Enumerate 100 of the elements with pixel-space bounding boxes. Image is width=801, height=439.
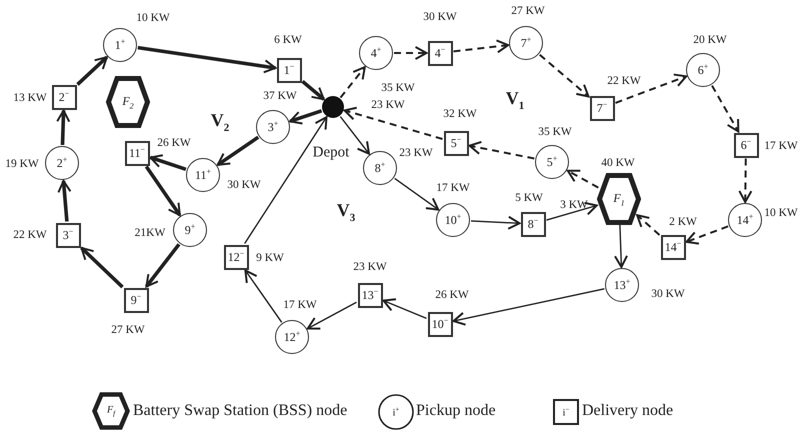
power-label: 27 KW [111, 324, 145, 336]
dashed-arrow [566, 170, 599, 188]
power-label: 40 KW [601, 157, 635, 169]
node-label: 3$^{−}$ [62, 227, 74, 243]
node-label: 2$^{−}$ [58, 89, 70, 105]
depot-label: Depot [312, 144, 350, 162]
node-label: 9$^{−}$ [130, 292, 142, 308]
arrow [80, 246, 124, 288]
power-label: 2 KW [669, 216, 697, 228]
power-label: 26 KW [435, 289, 469, 301]
legend-text: Delivery node [582, 402, 674, 420]
power-label: 13 KW [13, 92, 47, 104]
dashed-arrow [738, 158, 752, 203]
node-label: 5$^{−}$ [450, 135, 462, 151]
arrow [614, 224, 628, 268]
arrow [150, 154, 186, 171]
delivery-node [660, 234, 686, 260]
pickup-node [363, 151, 397, 185]
arrow [452, 288, 605, 326]
pickup-node [173, 213, 207, 247]
power-label: 23 KW [353, 261, 387, 273]
power-label: 35 KW [381, 82, 415, 94]
node-label: 13$^{−}$ [362, 287, 378, 303]
power-label: 37 KW [263, 90, 297, 102]
power-label: 20 KW [693, 34, 727, 46]
vehicle-route-label: V$_{1}$ [506, 88, 524, 112]
legend-symbol-label: i$^{−}$ [562, 405, 570, 419]
power-label: 17 KW [764, 140, 798, 152]
legend-text: Battery Swap Station (BSS) node [133, 402, 348, 420]
node-label: 10$^{+}$ [444, 212, 462, 228]
power-label: 5 KW [515, 192, 543, 204]
delivery-node [276, 58, 302, 82]
delivery-node [56, 222, 80, 248]
arrow [244, 270, 282, 323]
power-label: 10 KW [764, 207, 798, 219]
pickup-node [275, 320, 309, 354]
node-label: 1$^{+}$ [114, 37, 126, 53]
arrow [340, 116, 370, 155]
node-label: 3$^{+}$ [268, 119, 278, 135]
swap-station-hexagon [106, 76, 150, 128]
node-label: 4$^{−}$ [434, 45, 446, 61]
delivery-node [734, 132, 758, 158]
power-label: 10 KW [136, 12, 170, 24]
arrow [138, 46, 276, 74]
arrow [394, 178, 440, 211]
legend-symbol-label: F$_{f}$ [106, 404, 116, 418]
power-label: 23 KW [399, 147, 433, 159]
pickup-node [45, 146, 79, 180]
node-label: 12$^{+}$ [284, 329, 300, 345]
pickup-node [103, 28, 137, 62]
power-label: 19 KW [5, 158, 39, 170]
arrow [76, 56, 108, 86]
delivery-node [124, 288, 148, 312]
node-label: F$_{1}$ [613, 190, 625, 208]
delivery-node [444, 130, 468, 156]
delivery-node [52, 84, 76, 110]
node-label: 8$^{+}$ [374, 160, 386, 176]
pickup-node [728, 203, 762, 237]
legend-text: Pickup node [416, 402, 496, 420]
arrow [216, 136, 260, 166]
pickup-node [535, 145, 569, 179]
power-label: 30 KW [423, 11, 457, 23]
pickup-node [436, 203, 470, 237]
pickup-node [256, 110, 290, 144]
node-label: 1$^{−}$ [284, 62, 294, 78]
node-label: 6$^{+}$ [698, 62, 708, 78]
power-label: 32 KW [443, 108, 477, 120]
node-label: 11$^{−}$ [128, 145, 146, 161]
node-label: 9$^{+}$ [184, 222, 196, 238]
delivery-node [124, 140, 150, 166]
arrow [56, 110, 70, 146]
power-label: 35 KW [538, 126, 572, 138]
arrow [470, 216, 520, 230]
dashed-arrow [344, 106, 443, 140]
arrow [144, 165, 182, 216]
delivery-node [428, 312, 452, 336]
dashed-arrow [394, 46, 428, 60]
arrow [289, 109, 322, 125]
arrow [382, 298, 427, 320]
delivery-node [520, 212, 546, 236]
power-label: 3 KW [560, 199, 588, 211]
delivery-node [224, 244, 248, 270]
node-label: 14$^{−}$ [664, 239, 682, 255]
delivery-node [428, 40, 452, 66]
arrow [244, 116, 328, 244]
power-label: 6 KW [274, 34, 302, 46]
node-label: 7$^{−}$ [596, 100, 608, 116]
node-label: 14$^{+}$ [736, 212, 754, 228]
delivery-node [590, 96, 614, 120]
power-label: 22 KW [607, 75, 641, 87]
power-label: 21KW [134, 227, 166, 239]
node-label: 6$^{−}$ [740, 137, 752, 153]
power-label: 26 KW [157, 137, 191, 149]
arrow [57, 180, 72, 222]
power-label: 30 KW [227, 179, 261, 191]
power-label: 17 KW [436, 182, 470, 194]
node-label: 8$^{−}$ [528, 216, 538, 232]
node-label: 12$^{−}$ [228, 249, 244, 265]
dashed-arrow [686, 225, 728, 245]
arrow [301, 80, 325, 101]
